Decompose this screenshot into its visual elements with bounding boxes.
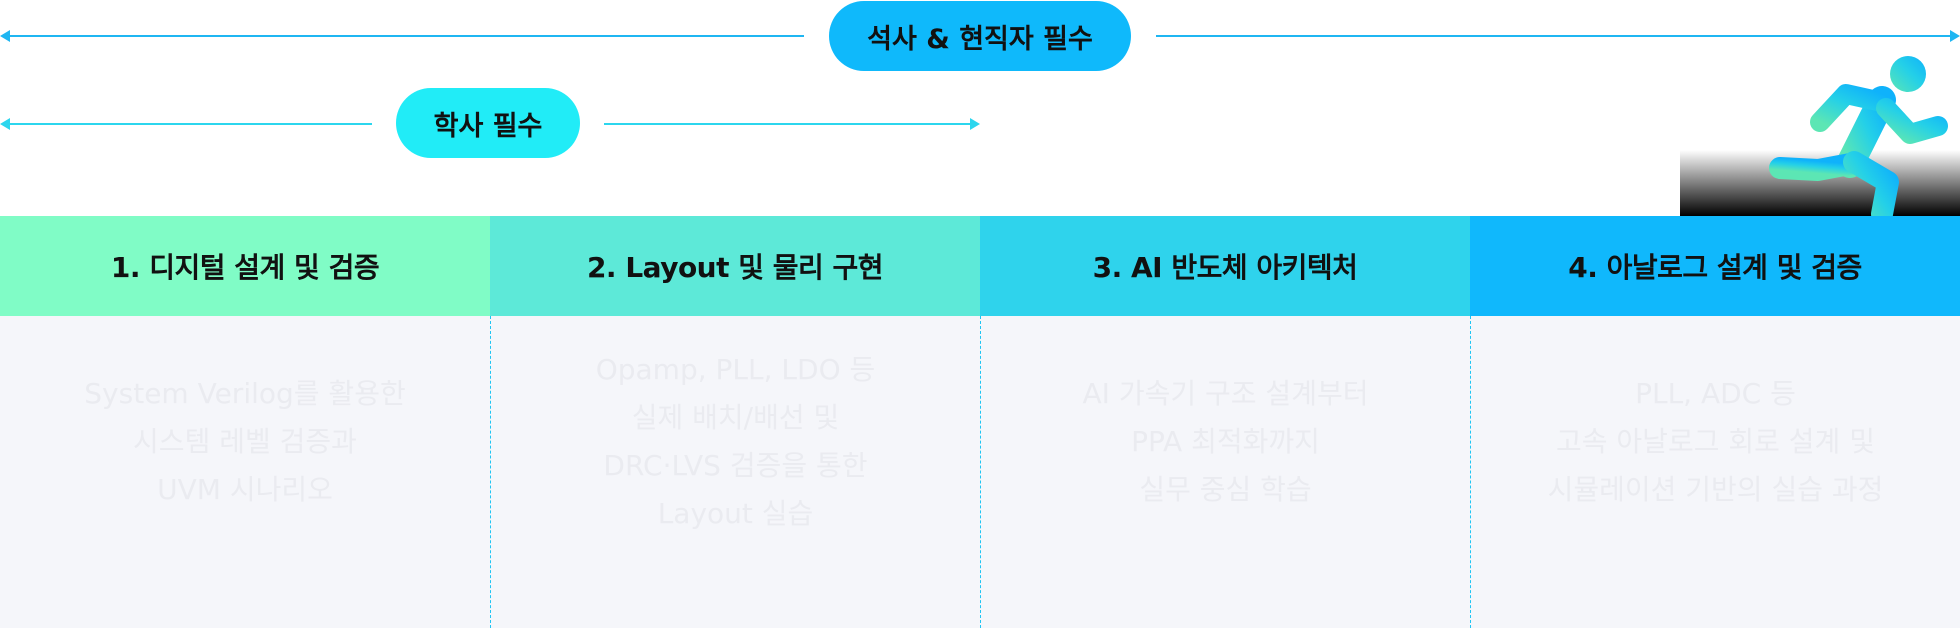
column-layout: 2. Layout 및 물리 구현 Opamp, PLL, LDO 등 실제 배… <box>490 216 980 628</box>
column-body: AI 가속기 구조 설계부터 PPA 최적화까지 실무 중심 학습 <box>980 316 1470 628</box>
master-range-line-left <box>6 35 804 37</box>
column-digital-design: 1. 디지털 설계 및 검증 System Verilog를 활용한 시스템 레… <box>0 216 490 628</box>
column-description: System Verilog를 활용한 시스템 레벨 검증과 UVM 시나리오 <box>84 377 406 506</box>
master-range-line-right <box>1156 35 1950 37</box>
arrow-right-head <box>970 118 980 130</box>
column-title: 1. 디지털 설계 및 검증 <box>0 216 490 316</box>
curriculum-columns: 1. 디지털 설계 및 검증 System Verilog를 활용한 시스템 레… <box>0 216 1960 628</box>
column-ai-architecture: 3. AI 반도체 아키텍처 AI 가속기 구조 설계부터 PPA 최적화까지 … <box>980 216 1470 628</box>
column-body: PLL, ADC 등 고속 아날로그 회로 설계 및 시뮬레이션 기반의 실습 … <box>1470 316 1960 628</box>
master-required-badge: 석사 & 현직자 필수 <box>829 1 1131 71</box>
column-description: PLL, ADC 등 고속 아날로그 회로 설계 및 시뮬레이션 기반의 실습 … <box>1547 377 1884 506</box>
bachelor-range-line-right <box>604 123 970 125</box>
running-person-icon <box>1769 56 1948 216</box>
column-description: AI 가속기 구조 설계부터 PPA 최적화까지 실무 중심 학습 <box>1082 377 1369 506</box>
bachelor-range-line-left <box>6 123 372 125</box>
arrow-left-head <box>0 118 10 130</box>
column-title: 4. 아날로그 설계 및 검증 <box>1470 216 1960 316</box>
arrow-left-head <box>0 30 10 42</box>
arrow-right-head <box>1950 30 1960 42</box>
column-title: 3. AI 반도체 아키텍처 <box>980 216 1470 316</box>
column-body: Opamp, PLL, LDO 등 실제 배치/배선 및 DRC·LVS 검증을… <box>490 316 980 628</box>
column-body: System Verilog를 활용한 시스템 레벨 검증과 UVM 시나리오 <box>0 316 490 628</box>
column-description: Opamp, PLL, LDO 등 실제 배치/배선 및 DRC·LVS 검증을… <box>595 353 876 530</box>
column-title: 2. Layout 및 물리 구현 <box>490 216 980 316</box>
bachelor-required-badge: 학사 필수 <box>396 88 580 158</box>
column-analog-design: 4. 아날로그 설계 및 검증 PLL, ADC 등 고속 아날로그 회로 설계… <box>1470 216 1960 628</box>
